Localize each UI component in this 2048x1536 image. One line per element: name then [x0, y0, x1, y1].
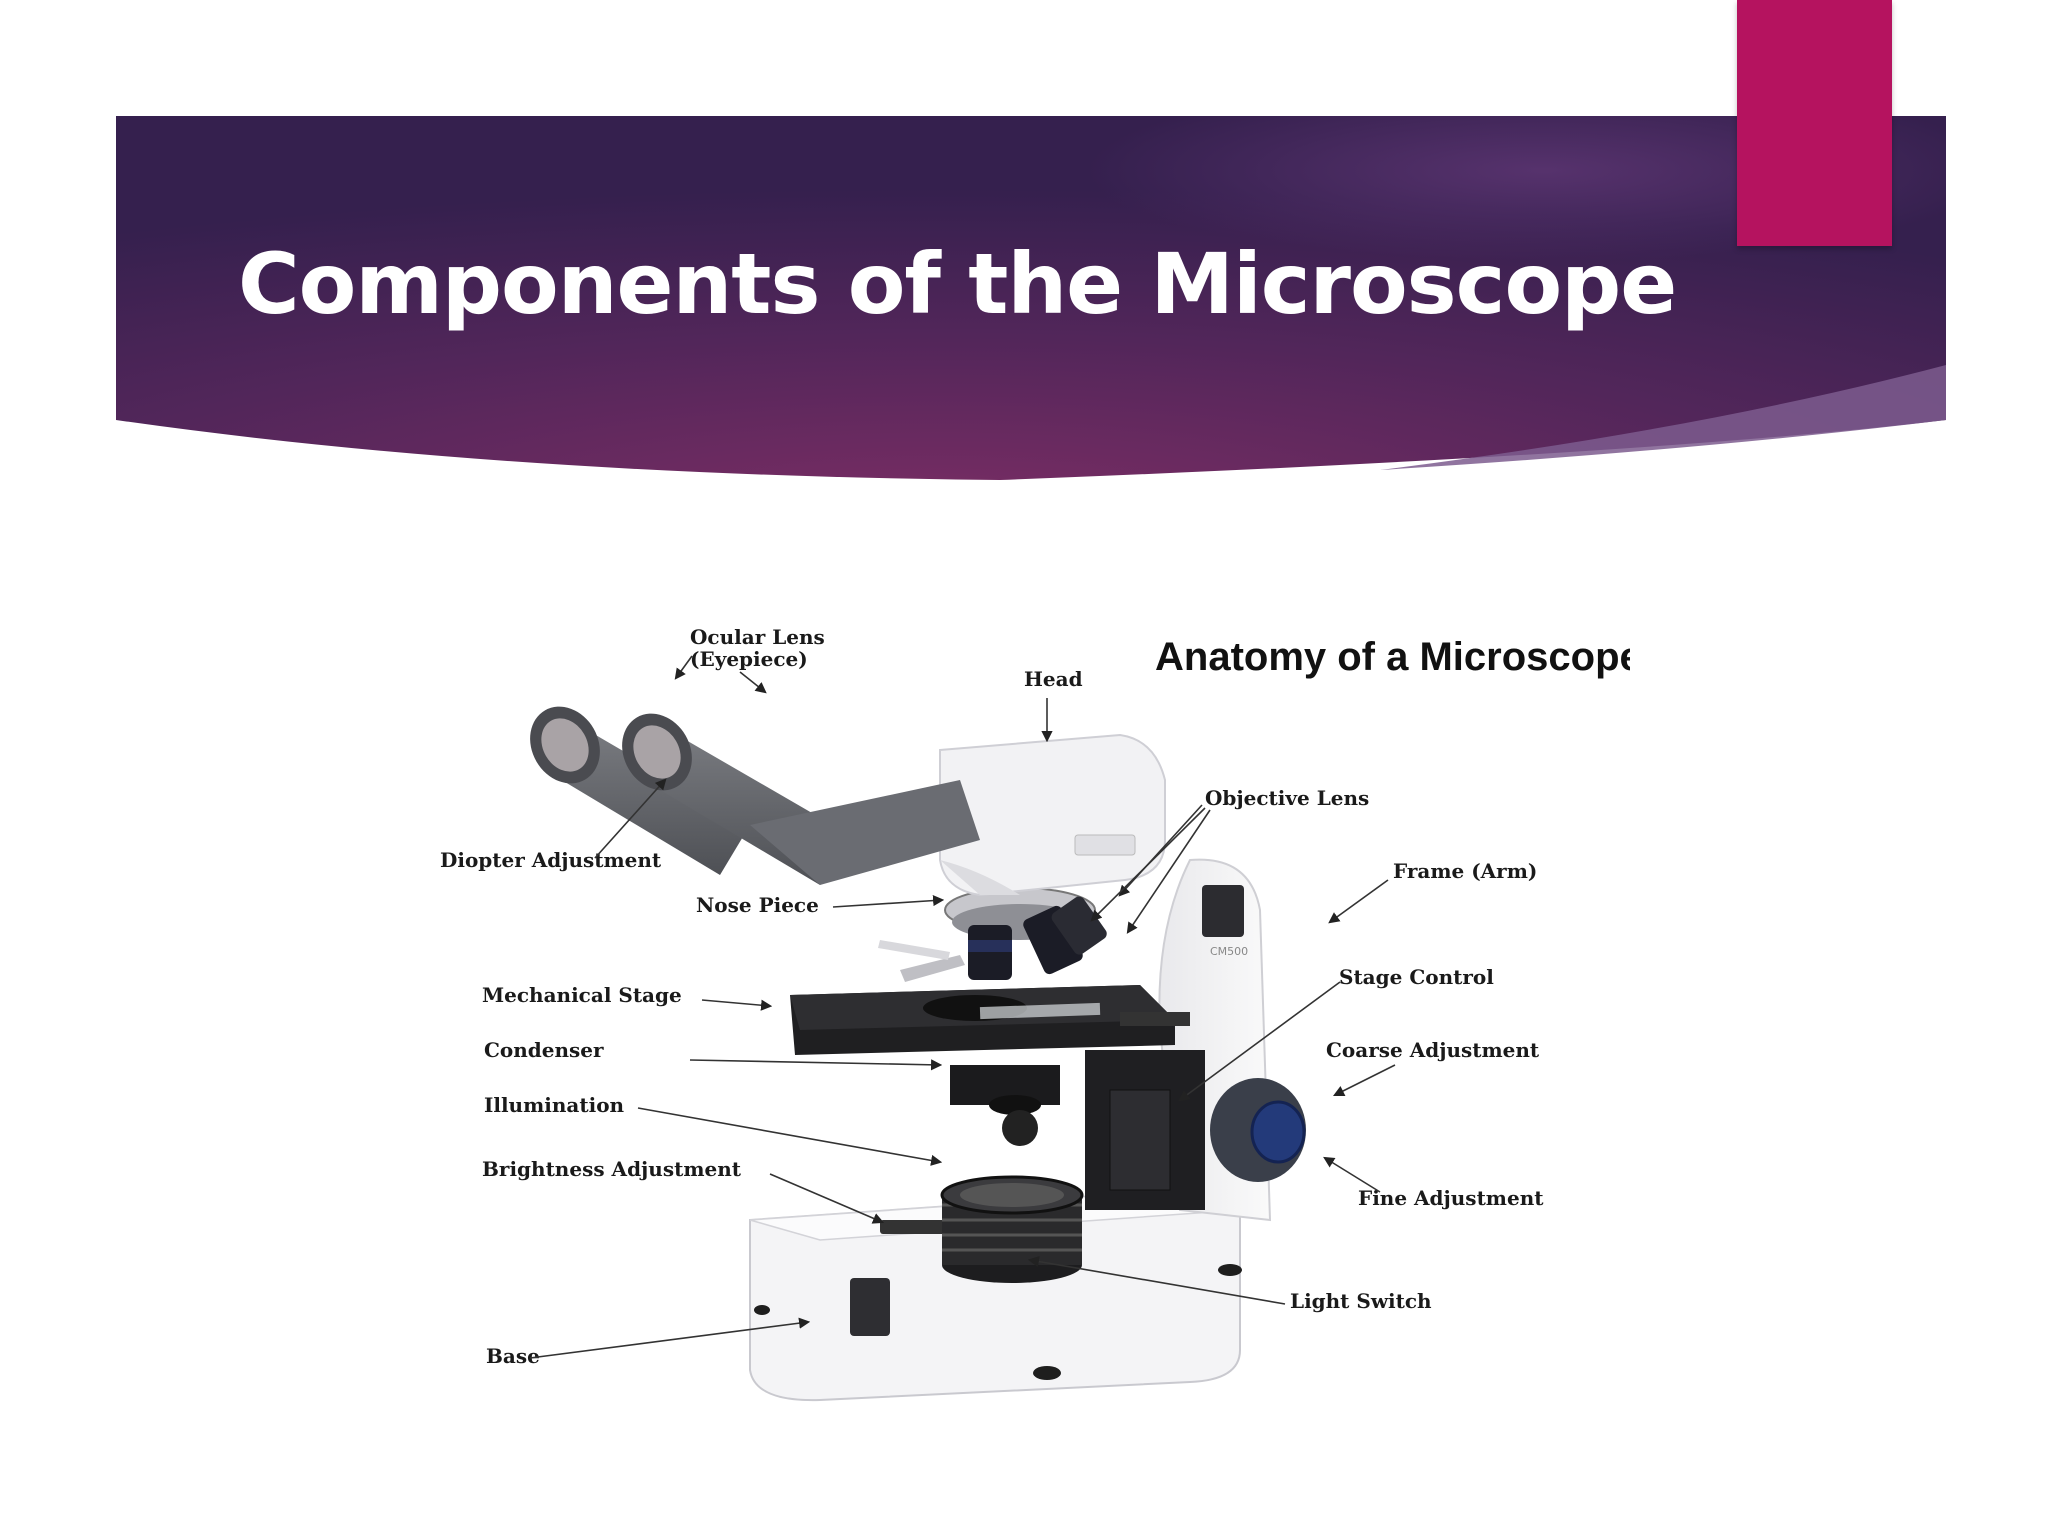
leader-lines: [529, 655, 1396, 1359]
accent-tab: [1737, 0, 1892, 246]
label-light-switch: Light Switch: [1290, 1289, 1432, 1313]
brightness-dial: [880, 1220, 958, 1234]
label-illumination: Illumination: [484, 1093, 625, 1117]
label-condenser: Condenser: [484, 1038, 604, 1062]
label-stage-control: Stage Control: [1339, 965, 1494, 989]
label-brightness-adjustment: Brightness Adjustment: [482, 1157, 742, 1181]
label-mechanical-stage: Mechanical Stage: [482, 983, 682, 1007]
nose-piece-objectives: [944, 887, 1107, 980]
label-coarse-adjustment: Coarse Adjustment: [1326, 1038, 1540, 1062]
label-base: Base: [486, 1344, 540, 1368]
label-fine-adjustment: Fine Adjustment: [1358, 1186, 1544, 1210]
svg-text:CM500: CM500: [1210, 945, 1248, 958]
coarse-adjustment-knob: [1210, 1078, 1306, 1182]
label-nose-piece: Nose Piece: [696, 893, 819, 917]
label-diopter-adjustment: Diopter Adjustment: [440, 848, 662, 872]
label-ocular-lens: Ocular Lens: [690, 625, 825, 649]
microscope-diagram: Anatomy of a Microscope CM500: [440, 625, 1630, 1402]
label-objective-lens: Objective Lens: [1205, 786, 1369, 810]
microscope-illustration: CM500: [530, 706, 1306, 1402]
base-logo-badge: [850, 1278, 890, 1336]
arm-logo-badge: [1202, 885, 1244, 937]
illumination-lamp: [940, 1175, 1084, 1283]
anatomy-title: Anatomy of a Microscope: [1155, 635, 1630, 679]
slide-title: Components of the Microscope: [238, 235, 1677, 333]
eyepiece-tubes: [530, 706, 980, 885]
title-banner: [116, 116, 1946, 480]
label-ocular-lens-eyepiece: (Eyepiece): [690, 647, 808, 671]
label-frame-arm: Frame (Arm): [1393, 859, 1537, 883]
label-head: Head: [1024, 667, 1083, 691]
